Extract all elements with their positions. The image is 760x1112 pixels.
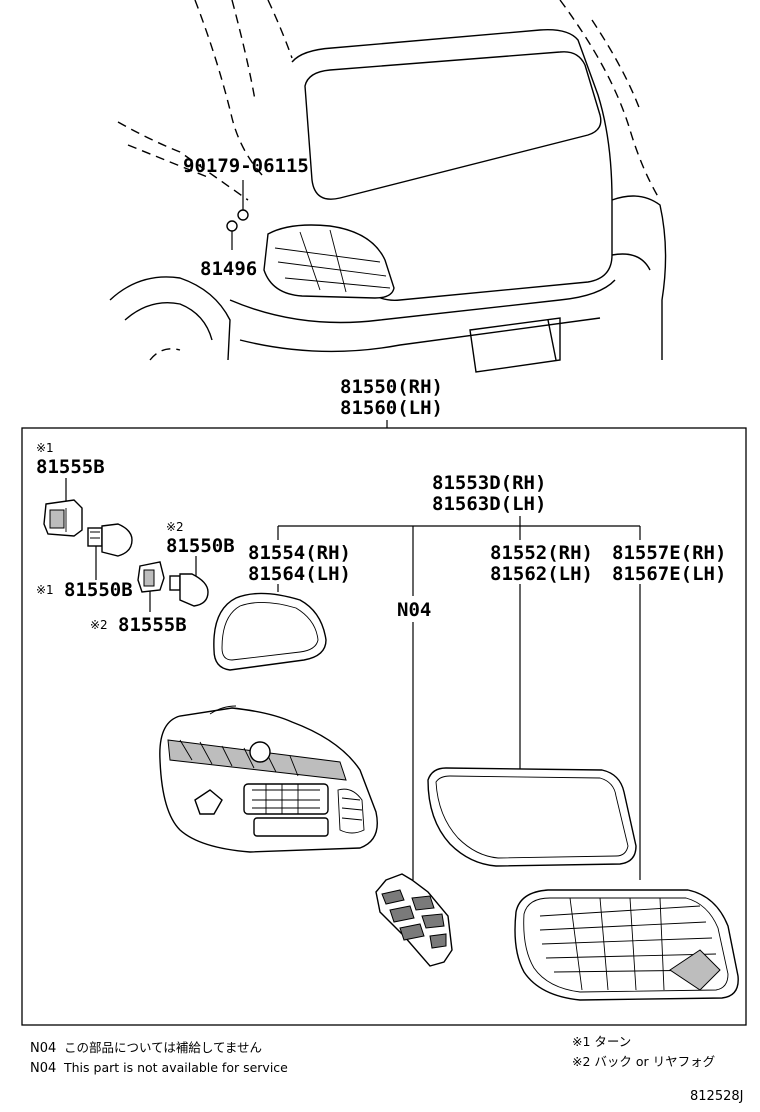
socket-2-drawing bbox=[137, 561, 165, 593]
note-n04-code-jp: N04 bbox=[30, 1041, 56, 1056]
mark-2-bulb: ※2 bbox=[166, 520, 184, 534]
lens-drawing bbox=[514, 889, 739, 1001]
callout-bulb-2: 81550B bbox=[166, 535, 235, 557]
callout-lamp-assy-lh: 81560(LH) bbox=[340, 397, 443, 419]
legend-mark-1: ※1 ターン bbox=[572, 1034, 631, 1049]
callout-screw-part-number: 90179-06115 bbox=[183, 155, 309, 177]
socket-1-drawing bbox=[43, 499, 83, 537]
diagram-id: 812528J bbox=[690, 1089, 743, 1104]
exploded-view-frame bbox=[21, 427, 747, 1026]
mark-1-bulb: ※1 bbox=[36, 583, 54, 597]
callout-lens-lh: 81567E(LH) bbox=[612, 563, 726, 585]
callout-lens-gasket-rh: 81552(RH) bbox=[490, 542, 593, 564]
callout-lens-gasket-lh: 81562(LH) bbox=[490, 563, 593, 585]
callout-gasket-lh: 81564(LH) bbox=[248, 563, 351, 585]
callout-lamp-assy-rh: 81550(RH) bbox=[340, 376, 443, 398]
lamp-housing-drawing bbox=[159, 705, 378, 853]
callout-socket-1: 81555B bbox=[36, 456, 105, 478]
legend-mark-2: ※2 バック or リヤフォグ bbox=[572, 1054, 715, 1069]
note-n04-code-en: N04 bbox=[30, 1061, 56, 1076]
mark-1-socket: ※1 bbox=[36, 441, 54, 455]
vehicle-rear-illustration bbox=[109, 0, 667, 373]
callout-sub-assy-lh: 81563D(LH) bbox=[432, 493, 546, 515]
reflector-n04-drawing bbox=[375, 873, 453, 967]
mark-2-socket: ※2 bbox=[90, 618, 108, 632]
housing-gasket-drawing bbox=[213, 592, 327, 671]
callout-sub-assy-rh: 81553D(RH) bbox=[432, 472, 546, 494]
bulb-1-drawing bbox=[87, 523, 133, 557]
note-n04-en: This part is not available for service bbox=[63, 1060, 288, 1075]
callout-socket-2: 81555B bbox=[118, 614, 187, 636]
leader-tree bbox=[277, 516, 641, 596]
callout-reflector-n04: N04 bbox=[397, 599, 431, 621]
callout-clip-part-number: 81496 bbox=[200, 258, 257, 280]
note-n04-jp: この部品については補給してません bbox=[64, 1040, 262, 1055]
callout-bulb-1: 81550B bbox=[64, 579, 133, 601]
bulb-2-drawing bbox=[169, 573, 209, 607]
callout-lens-rh: 81557E(RH) bbox=[612, 542, 726, 564]
lens-gasket-drawing bbox=[427, 767, 637, 867]
callout-gasket-rh: 81554(RH) bbox=[248, 542, 351, 564]
